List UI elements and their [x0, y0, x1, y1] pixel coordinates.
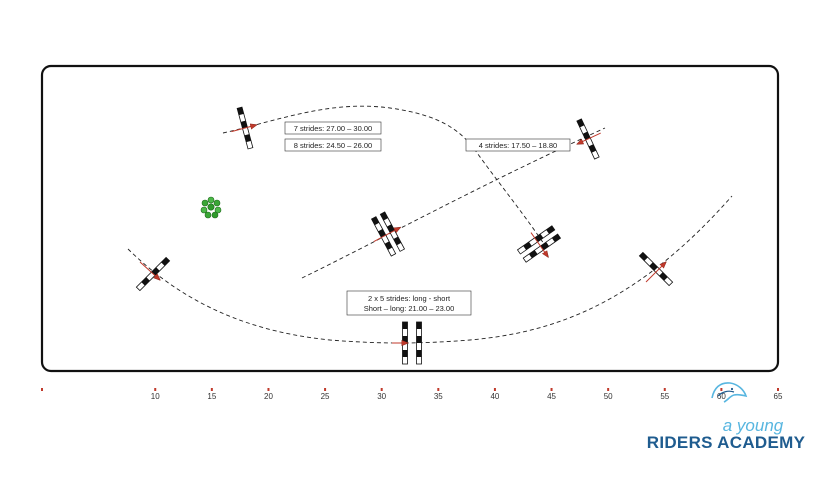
- jump-fence-a[interactable]: [226, 105, 262, 152]
- arena-border: [40, 64, 780, 373]
- jump-combination-bottom[interactable]: [392, 321, 422, 365]
- scale-tick: [210, 388, 213, 391]
- scale-tick: [607, 388, 610, 391]
- scale-tick-label: 60: [717, 392, 726, 401]
- scale-tick-label: 25: [321, 392, 330, 401]
- track-lower-curve: [127, 195, 733, 344]
- label-double-combination: 2 x 5 strides: long - short Short – long…: [346, 290, 472, 316]
- jump-oxer-center[interactable]: [364, 209, 410, 260]
- scale-tick: [267, 388, 270, 391]
- scale-tick-label: 35: [434, 392, 443, 401]
- track-diagonal: [301, 127, 606, 279]
- track-upper-bend: [222, 105, 549, 251]
- direction-arrow-e: [139, 261, 160, 280]
- scale-tick: [777, 388, 779, 391]
- scale-tick-label: 40: [490, 392, 499, 401]
- scale-tick: [380, 388, 383, 391]
- scale-tick: [154, 388, 157, 391]
- scale-tick-label: 55: [660, 392, 669, 401]
- jump-fence-f[interactable]: [638, 251, 674, 287]
- scale-tick: [720, 388, 723, 391]
- scale-tick-label: 15: [207, 392, 216, 401]
- scale-tick: [663, 388, 666, 391]
- scale-tick: [324, 388, 327, 391]
- svg-text:4 strides: 17.50 – 18.80: 4 strides: 17.50 – 18.80: [479, 141, 557, 150]
- scale-tick: [437, 388, 440, 391]
- svg-text:8 strides: 24.50 – 26.00: 8 strides: 24.50 – 26.00: [294, 141, 372, 150]
- scale-tick-label: 30: [377, 392, 386, 401]
- scale-origin-tick: [41, 388, 43, 391]
- scale-tick-label: 65: [774, 392, 783, 401]
- scale-tick-label: 20: [264, 392, 273, 401]
- label-eight-strides: 8 strides: 24.50 – 26.00: [284, 138, 382, 152]
- label-four-strides: 4 strides: 17.50 – 18.80: [465, 138, 571, 152]
- jump-oxer-right[interactable]: [514, 220, 566, 269]
- svg-text:7 strides: 27.00 – 30.00: 7 strides: 27.00 – 30.00: [294, 124, 372, 133]
- direction-arrow-f: [645, 262, 666, 283]
- scale-tick-label: 10: [151, 392, 160, 401]
- jump-fence-b[interactable]: [568, 114, 609, 163]
- scale-tick-label: 45: [547, 392, 556, 401]
- scale-tick: [493, 388, 496, 391]
- label-seven-strides: 7 strides: 27.00 – 30.00: [284, 121, 382, 135]
- svg-text:Short – long: 21.00 – 23.00: Short – long: 21.00 – 23.00: [364, 304, 455, 313]
- scale-tick: [550, 388, 553, 391]
- brand-tagline: a young: [722, 416, 784, 435]
- brand-name: RIDERS ACADEMY: [646, 433, 806, 452]
- horse-head-icon: [711, 382, 748, 403]
- svg-text:2 x 5 strides: long - short: 2 x 5 strides: long - short: [368, 294, 451, 303]
- scale-tick-label: 50: [604, 392, 613, 401]
- distance-scale: 10 15 20 25 30 35 40 45 50 55 60 65: [41, 388, 783, 401]
- shrub-icon: [200, 196, 222, 219]
